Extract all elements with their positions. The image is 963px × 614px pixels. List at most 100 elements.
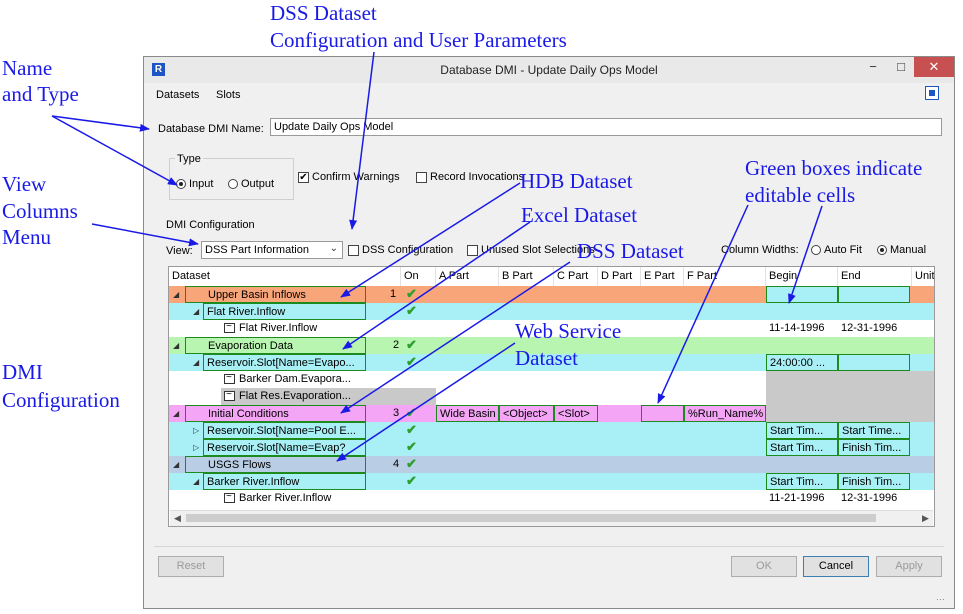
dataset-name[interactable]: Evaporation Data bbox=[185, 337, 366, 354]
column-header-on[interactable]: On bbox=[401, 267, 436, 286]
collapse-triangle-icon[interactable]: ◢ bbox=[193, 354, 199, 371]
dss-configuration-checkbox[interactable]: DSS Configuration bbox=[348, 244, 453, 256]
table-row[interactable]: ▷ Reservoir.Slot[Name=Pool E... ✔ Start … bbox=[169, 422, 934, 439]
reset-button[interactable]: Reset bbox=[158, 556, 224, 577]
dmi-name-label: Database DMI Name: bbox=[158, 123, 264, 135]
title-bar[interactable]: R Database DMI - Update Daily Ops Model … bbox=[144, 57, 954, 83]
expand-triangle-icon[interactable]: ▷ bbox=[193, 422, 199, 439]
dss-configuration-label: DSS Configuration bbox=[362, 244, 453, 256]
dataset-name[interactable]: Upper Basin Inflows bbox=[185, 286, 366, 303]
scroll-right-icon[interactable]: ▶ bbox=[922, 511, 929, 526]
table-row[interactable]: Barker Dam.Evapora... bbox=[169, 371, 934, 388]
annotation-green-boxes: Green boxes indicate bbox=[745, 155, 922, 181]
end-cell[interactable]: Finish Tim... bbox=[838, 473, 910, 490]
c-part-cell[interactable]: <Slot> bbox=[554, 405, 598, 422]
ok-button[interactable]: OK bbox=[731, 556, 797, 577]
collapse-triangle-icon[interactable]: ◢ bbox=[173, 286, 179, 303]
type-output-radio[interactable]: Output bbox=[228, 178, 274, 190]
table-row[interactable]: ◢ Upper Basin Inflows 1 ✔ bbox=[169, 286, 934, 303]
end-cell[interactable]: Start Time... bbox=[838, 422, 910, 439]
check-icon[interactable]: ✔ bbox=[403, 354, 433, 371]
begin-cell[interactable]: Start Tim... bbox=[766, 422, 838, 439]
check-icon[interactable]: ✔ bbox=[403, 439, 433, 456]
close-button[interactable]: ✕ bbox=[914, 57, 954, 77]
column-header-e-part[interactable]: E Part bbox=[641, 267, 684, 286]
auto-fit-radio[interactable]: Auto Fit bbox=[811, 244, 862, 256]
horizontal-scrollbar[interactable]: ◀ ▶ bbox=[170, 510, 933, 526]
table-row[interactable]: Barker River.Inflow 11-21-1996 12-31-199… bbox=[169, 490, 934, 507]
slot-name[interactable]: Reservoir.Slot[Name=Pool E... bbox=[203, 422, 366, 439]
collapse-triangle-icon[interactable]: ◢ bbox=[173, 337, 179, 354]
manual-radio[interactable]: Manual bbox=[877, 244, 926, 256]
dock-icon[interactable] bbox=[925, 86, 939, 100]
view-select[interactable]: DSS Part Information ⌄ bbox=[201, 241, 343, 259]
annotation-configuration: Configuration bbox=[2, 387, 120, 413]
slot-name[interactable]: Flat River.Inflow bbox=[203, 303, 366, 320]
check-icon[interactable]: ✔ bbox=[403, 303, 433, 320]
collapse-triangle-icon[interactable]: ◢ bbox=[193, 473, 199, 490]
begin-cell[interactable]: Start Tim... bbox=[766, 439, 838, 456]
type-input-radio[interactable]: Input bbox=[176, 178, 213, 190]
e-part-cell[interactable] bbox=[641, 405, 684, 422]
end-cell[interactable] bbox=[838, 354, 910, 371]
begin-cell[interactable]: 24:00:00 ... bbox=[766, 354, 838, 371]
begin-cell[interactable]: Start Tim... bbox=[766, 473, 838, 490]
column-header-end[interactable]: End bbox=[838, 267, 912, 286]
dmi-name-input[interactable]: Update Daily Ops Model bbox=[270, 118, 942, 136]
table-row[interactable]: Flat Res.Evaporation... bbox=[169, 388, 934, 405]
column-header-d-part[interactable]: D Part bbox=[598, 267, 641, 286]
scrollbar-thumb[interactable] bbox=[186, 514, 876, 522]
table-row[interactable]: ◢ USGS Flows 4 ✔ bbox=[169, 456, 934, 473]
column-header-c-part[interactable]: C Part bbox=[554, 267, 598, 286]
dataset-name[interactable]: USGS Flows bbox=[185, 456, 366, 473]
a-part-cell[interactable]: Wide Basin bbox=[436, 405, 499, 422]
collapse-triangle-icon[interactable]: ◢ bbox=[173, 456, 179, 473]
column-header-f-part[interactable]: F Part bbox=[684, 267, 766, 286]
radio-selected-icon bbox=[176, 179, 186, 189]
slot-name[interactable]: Reservoir.Slot[Name=Evap? bbox=[203, 439, 366, 456]
end-cell[interactable] bbox=[838, 286, 910, 303]
b-part-cell[interactable]: <Object> bbox=[499, 405, 554, 422]
apply-button[interactable]: Apply bbox=[876, 556, 942, 577]
series-icon bbox=[224, 493, 235, 503]
annotation-columns: Columns bbox=[2, 198, 78, 224]
slot-name[interactable]: Reservoir.Slot[Name=Evapo... bbox=[203, 354, 366, 371]
window-title: Database DMI - Update Daily Ops Model bbox=[144, 63, 954, 77]
check-icon[interactable]: ✔ bbox=[403, 405, 433, 422]
menu-datasets[interactable]: Datasets bbox=[156, 89, 199, 101]
resize-grip-icon[interactable]: ⋯ bbox=[936, 594, 945, 605]
end-value: 12-31-1996 bbox=[838, 490, 912, 507]
end-cell[interactable]: Finish Tim... bbox=[838, 439, 910, 456]
record-invocations-checkbox[interactable]: Record Invocations bbox=[416, 171, 524, 183]
column-header-begin[interactable]: Begin bbox=[766, 267, 838, 286]
minimize-button[interactable]: − bbox=[859, 57, 887, 77]
collapse-triangle-icon[interactable]: ◢ bbox=[173, 405, 179, 422]
check-icon[interactable]: ✔ bbox=[403, 337, 433, 354]
menu-slots[interactable]: Slots bbox=[216, 89, 240, 101]
check-icon[interactable]: ✔ bbox=[403, 286, 433, 303]
unused-slot-selections-checkbox[interactable]: Unused Slot Selections bbox=[467, 244, 595, 256]
column-header-dataset[interactable]: Dataset bbox=[169, 267, 401, 286]
column-header-units[interactable]: Units bbox=[912, 267, 935, 286]
scroll-left-icon[interactable]: ◀ bbox=[174, 511, 181, 526]
slot-name[interactable]: Barker River.Inflow bbox=[203, 473, 366, 490]
begin-cell[interactable] bbox=[766, 286, 838, 303]
expand-triangle-icon[interactable]: ▷ bbox=[193, 439, 199, 456]
annotation-editable-cells: editable cells bbox=[745, 182, 855, 208]
table-row[interactable]: ◢ Initial Conditions 3 ✔ Wide Basin <Obj… bbox=[169, 405, 934, 422]
column-header-a-part[interactable]: A Part bbox=[436, 267, 499, 286]
column-header-b-part[interactable]: B Part bbox=[499, 267, 554, 286]
check-icon[interactable]: ✔ bbox=[403, 456, 433, 473]
check-icon[interactable]: ✔ bbox=[403, 473, 433, 490]
maximize-button[interactable]: □ bbox=[887, 57, 915, 77]
table-row[interactable]: ◢ Barker River.Inflow ✔ Start Tim... Fin… bbox=[169, 473, 934, 490]
f-part-cell[interactable]: %Run_Name% bbox=[684, 405, 766, 422]
confirm-warnings-checkbox[interactable]: ✔Confirm Warnings bbox=[298, 171, 400, 183]
cancel-button[interactable]: Cancel bbox=[803, 556, 869, 577]
dataset-name[interactable]: Initial Conditions bbox=[185, 405, 366, 422]
collapse-triangle-icon[interactable]: ◢ bbox=[193, 303, 199, 320]
check-icon[interactable]: ✔ bbox=[403, 422, 433, 439]
dataset-table: Dataset On A Part B Part C Part D Part E… bbox=[168, 266, 935, 527]
arrow-name-field bbox=[52, 116, 149, 129]
table-row[interactable]: ▷ Reservoir.Slot[Name=Evap? ✔ Start Tim.… bbox=[169, 439, 934, 456]
